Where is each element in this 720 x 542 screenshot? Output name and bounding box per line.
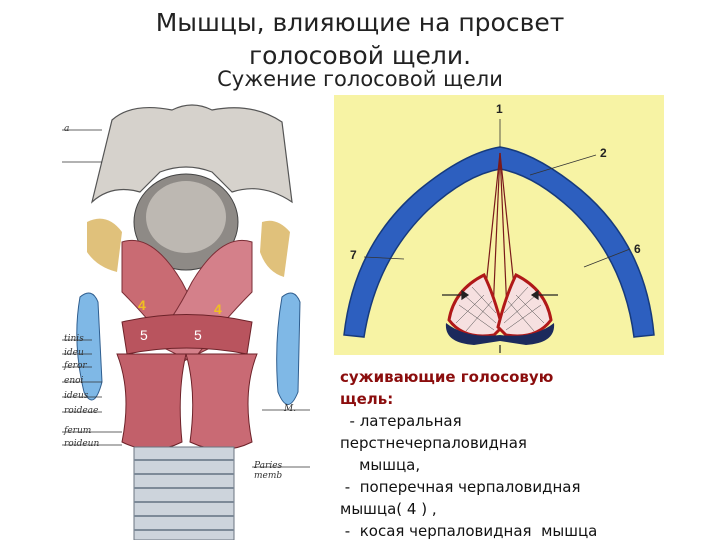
label-5-right: 5 [194,327,202,343]
side-label-3: feror [64,361,87,371]
inlet-highlight [146,181,226,253]
title-line-1: Мышцы, влияющие на просвет [60,6,660,39]
caption-line-5: мышца( 4 ) , [340,498,710,520]
caption-line-4: - поперечная черпаловидная [340,476,710,498]
side-label-7: M. [284,404,296,414]
caption-line-2: перстнечерпаловидная [340,432,710,454]
caption-heading-2: щель: [340,388,710,410]
schematic-drawing: 1 2 6 7 [334,95,664,355]
slide-subtitle: Сужение голосовой щели [60,66,660,92]
label-5-left: 5 [140,327,148,343]
label-2: 2 [600,146,607,160]
side-label-2: ideu [64,348,84,358]
caption-block: суживающие голосовую щель: - латеральная… [340,366,710,542]
caption-line-6: - косая черпаловидная мышца [340,520,710,542]
label-4-left: 4 [138,297,146,313]
side-label-5: ideus [64,391,88,401]
fat-right [260,221,290,277]
caption-line-1: - латеральная [340,410,710,432]
posterior-muscle-right [186,354,257,450]
side-label-1: tinis [64,334,84,344]
label-7: 7 [350,248,357,262]
glottis-schematic: 1 2 6 7 [334,95,664,355]
label-4-right: 4 [214,301,222,317]
side-label-8: ferum [64,426,91,436]
fat-left [87,219,122,272]
caption-line-3: мышца, [340,454,710,476]
slide-title: Мышцы, влияющие на просвет голосовой щел… [60,6,660,72]
side-label-4: enoi [64,376,83,386]
caption-heading: суживающие голосовую [340,366,710,388]
side-label-9: roideun [64,439,99,449]
posterior-muscle-left [117,354,186,450]
larynx-illustration: 4 4 5 5 a tinis ideu feror enoi ideus ro… [62,92,310,540]
side-label-0: a [64,124,69,134]
label-1: 1 [496,102,503,116]
side-label-6: roideae [64,406,98,416]
label-pointers [364,119,630,267]
label-6: 6 [634,242,641,256]
cartilage-right [277,293,300,405]
side-label-10: Paries memb [254,461,310,481]
